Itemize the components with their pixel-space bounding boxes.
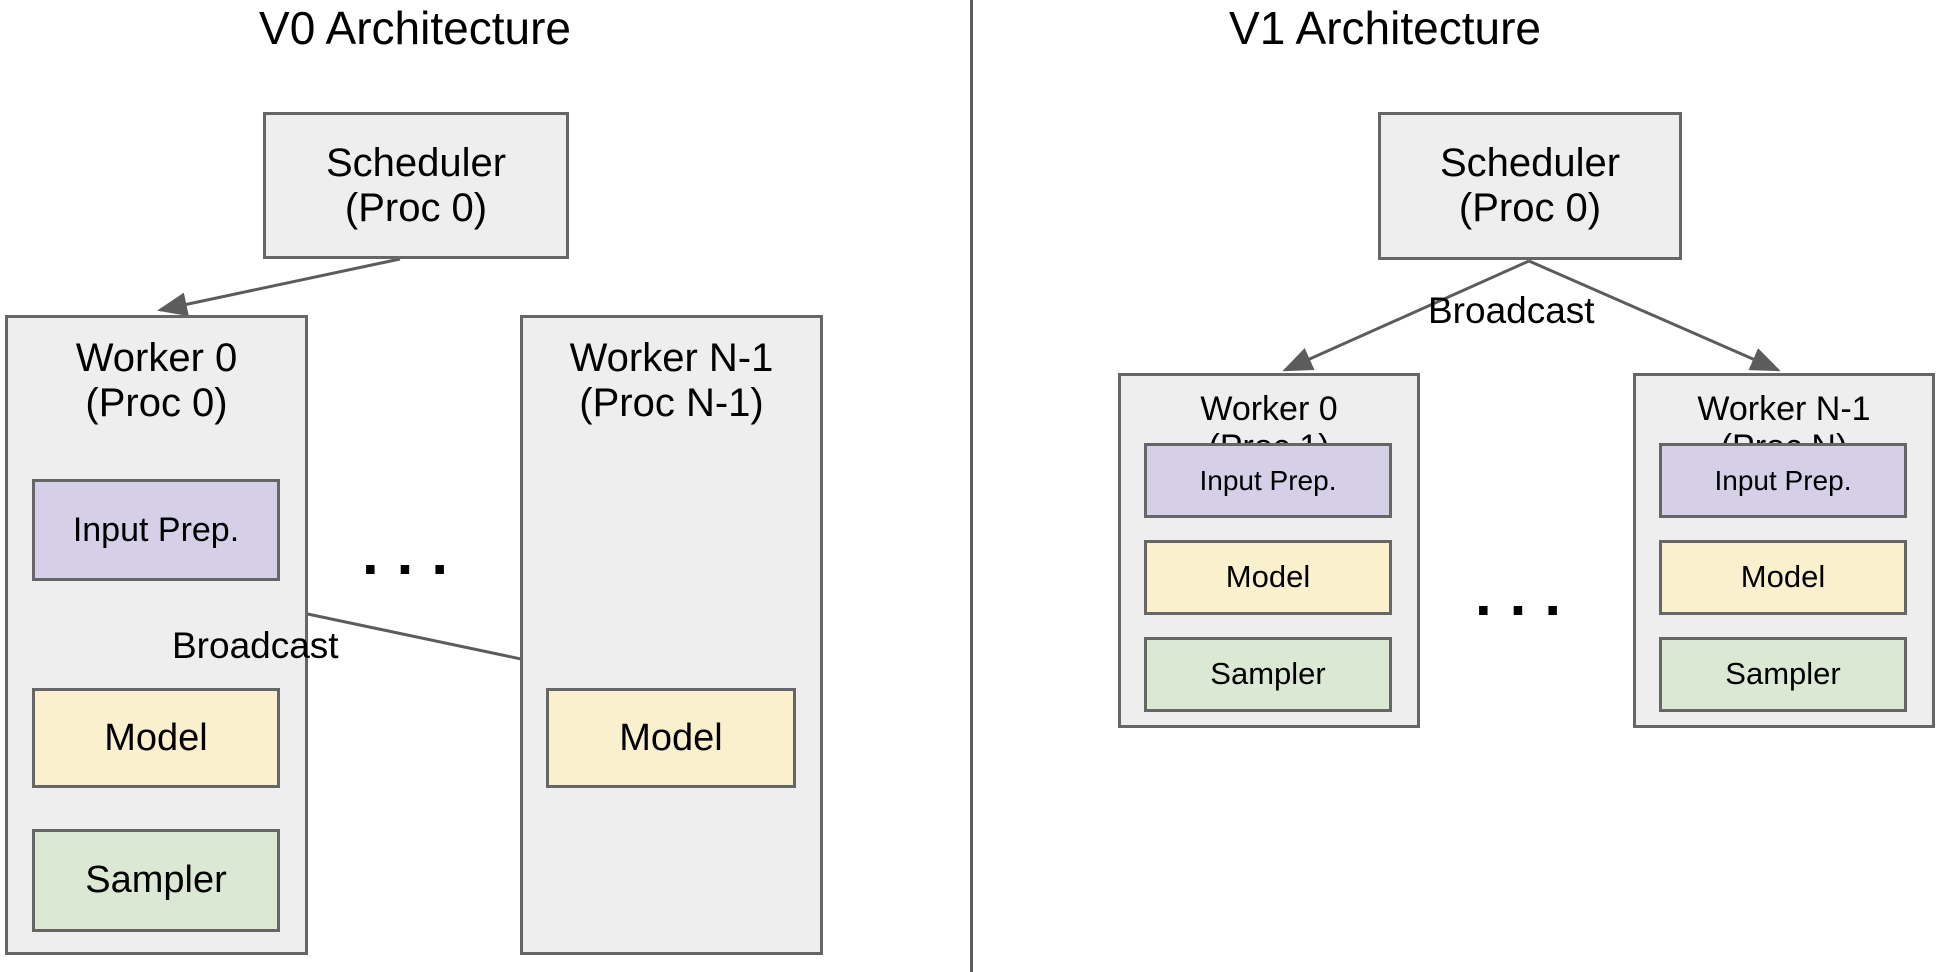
v0-worker-0-line1: Worker 0 xyxy=(75,336,238,380)
v0-worker-0-input-prep[interactable]: Input Prep. xyxy=(32,479,280,581)
v1-worker-0-model-label: Model xyxy=(1225,559,1311,595)
v0-worker-0-input-prep-label: Input Prep. xyxy=(72,510,240,549)
v0-worker-n-line1: Worker N-1 xyxy=(569,336,774,380)
v1-worker-0-sampler-label: Sampler xyxy=(1210,656,1326,692)
v1-scheduler-line1: Scheduler xyxy=(1439,141,1621,186)
v0-scheduler-line2: (Proc 0) xyxy=(344,185,488,230)
v0-ellipsis: ... xyxy=(362,520,467,587)
v1-worker-n-line1: Worker N-1 xyxy=(1697,390,1871,428)
v1-worker-n-sampler-label: Sampler xyxy=(1725,656,1841,692)
panel-title-v0: V0 Architecture xyxy=(259,2,571,54)
v0-worker-n-line2: (Proc N-1) xyxy=(579,380,764,425)
v1-worker-0-sampler[interactable]: Sampler xyxy=(1144,637,1392,712)
v1-ellipsis: ... xyxy=(1475,561,1580,628)
v0-worker-n-box[interactable]: Worker N-1 (Proc N-1) xyxy=(520,315,823,955)
v1-worker-0-input-prep-label: Input Prep. xyxy=(1199,464,1337,496)
v1-worker-n-input-prep[interactable]: Input Prep. xyxy=(1659,443,1907,518)
v1-worker-0-line1: Worker 0 xyxy=(1200,390,1338,428)
v1-worker-n-sampler[interactable]: Sampler xyxy=(1659,637,1907,712)
v0-worker-0-model[interactable]: Model xyxy=(32,688,280,788)
v1-worker-n-model-label: Model xyxy=(1740,559,1826,595)
panel-divider xyxy=(970,0,973,972)
panel-title-v1: V1 Architecture xyxy=(1229,2,1541,54)
v0-worker-0-sampler-label: Sampler xyxy=(85,859,227,902)
v1-scheduler-line2: (Proc 0) xyxy=(1458,186,1602,230)
v0-worker-n-model[interactable]: Model xyxy=(546,688,796,788)
v1-worker-n-model[interactable]: Model xyxy=(1659,540,1907,615)
arrow-v0-scheduler-to-worker0 xyxy=(157,257,401,317)
v0-scheduler-line1: Scheduler xyxy=(325,140,507,185)
v1-scheduler-box[interactable]: Scheduler (Proc 0) xyxy=(1378,112,1682,260)
v1-worker-0-input-prep[interactable]: Input Prep. xyxy=(1144,443,1392,518)
v1-broadcast-label: Broadcast xyxy=(1428,290,1595,331)
v0-worker-n-model-label: Model xyxy=(619,716,723,759)
v0-scheduler-box[interactable]: Scheduler (Proc 0) xyxy=(263,112,569,259)
v0-worker-0-line2: (Proc 0) xyxy=(85,380,228,425)
v1-worker-n-input-prep-label: Input Prep. xyxy=(1714,464,1852,496)
v1-worker-0-model[interactable]: Model xyxy=(1144,540,1392,615)
v0-worker-0-sampler[interactable]: Sampler xyxy=(32,829,280,932)
v0-broadcast-label: Broadcast xyxy=(172,625,339,666)
v0-worker-0-model-label: Model xyxy=(104,716,208,759)
